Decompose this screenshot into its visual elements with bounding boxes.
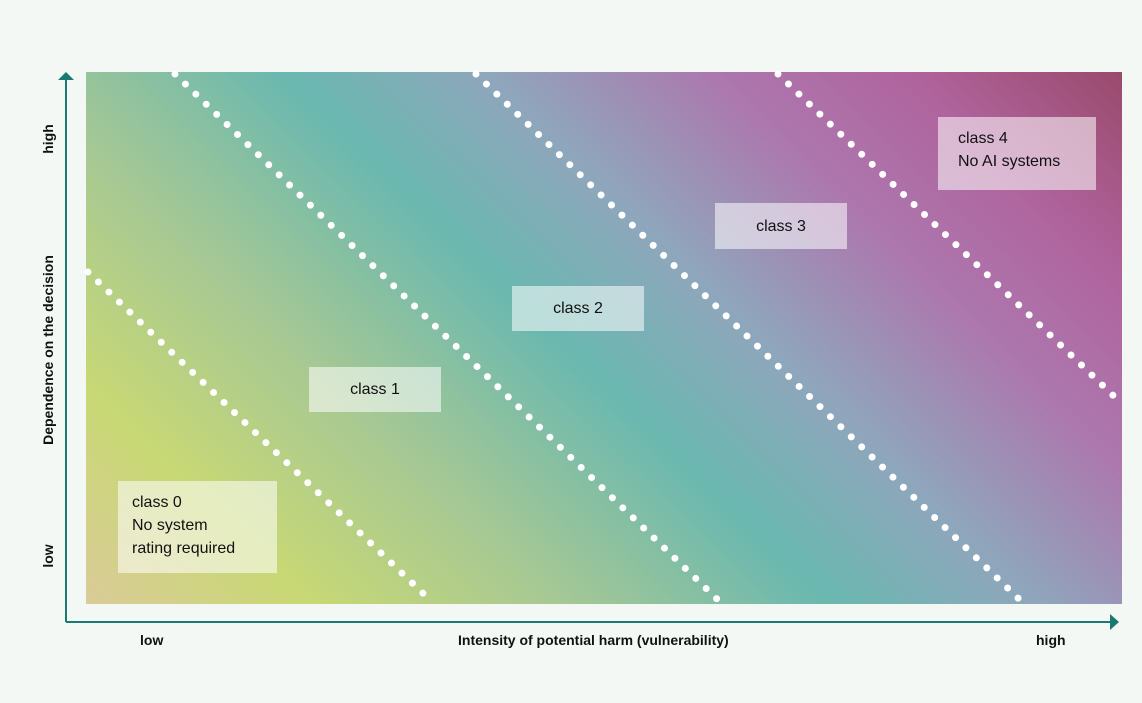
- x-axis-arrow-icon: [1110, 614, 1119, 630]
- y-axis-low-label: low: [40, 544, 56, 568]
- class-3-label: class 3: [756, 217, 806, 235]
- class-4-label: class 4: [958, 130, 1008, 147]
- boundary-class-1-2: [171, 70, 722, 604]
- class-0-label: class 0: [132, 494, 182, 511]
- class-3-box: class 3: [715, 203, 847, 249]
- class-0-desc-2: rating required: [132, 540, 236, 557]
- boundary-class-0-1: [84, 268, 434, 604]
- x-axis-title: Intensity of potential harm (vulnerabili…: [458, 632, 729, 648]
- boundary-class-3-4: [774, 70, 1124, 406]
- x-axis-high-label: high: [1036, 632, 1066, 648]
- class-1-label: class 1: [350, 381, 400, 398]
- y-axis-high-label: high: [40, 124, 56, 154]
- class-4-box: class 4 No AI systems: [938, 117, 1096, 190]
- class-0-box: class 0 No system rating required: [118, 481, 277, 573]
- class-1-box: class 1: [309, 367, 441, 412]
- class-0-desc-1: No system: [132, 517, 208, 534]
- class-2-box: class 2: [512, 286, 644, 331]
- class-4-desc: No AI systems: [958, 153, 1061, 170]
- y-axis-arrow-icon: [58, 72, 74, 80]
- class-2-label: class 2: [553, 300, 603, 317]
- x-axis-low-label: low: [140, 632, 164, 648]
- y-axis-title: Dependence on the decision: [40, 255, 56, 445]
- boundary-class-2-3: [472, 70, 1024, 604]
